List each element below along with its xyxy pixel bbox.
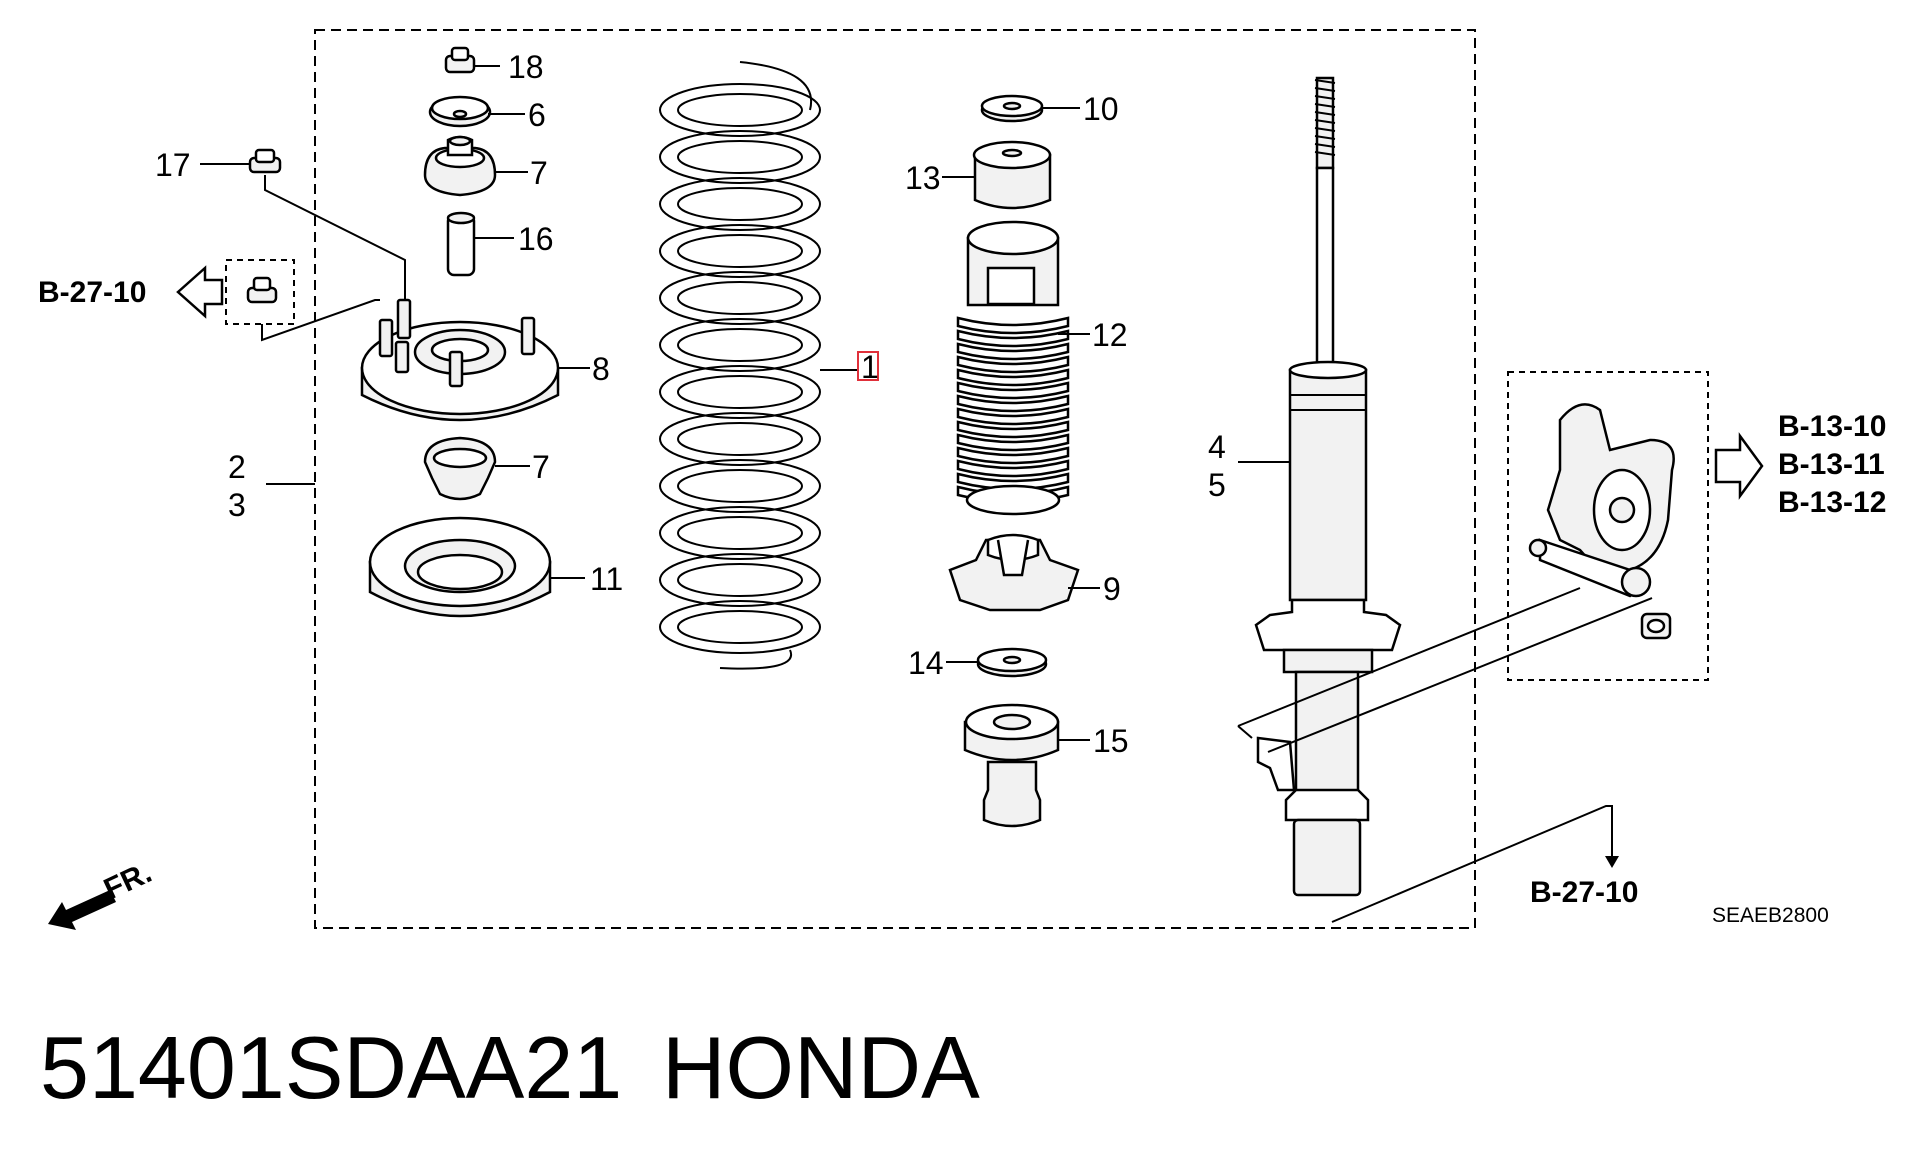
callout-1: 1 (861, 349, 879, 385)
diagram-code: SEAEB2800 (1712, 904, 1829, 927)
part-15-bump-stop[interactable] (963, 703, 1090, 828)
svg-text:B-13-10: B-13-10 (1778, 410, 1886, 443)
part-8-strut-mount[interactable] (360, 298, 590, 422)
svg-text:B-27-10: B-27-10 (1530, 876, 1638, 909)
callout-7-upper: 7 (530, 155, 548, 191)
callout-17: 17 (155, 147, 191, 183)
svg-text:B-27-10: B-27-10 (38, 276, 146, 309)
reference-bottom-b-27-10[interactable]: B-27-10 (1331, 805, 1638, 923)
callout-2: 2 (228, 449, 246, 485)
callout-9: 9 (1103, 571, 1121, 607)
callout-18: 18 (508, 49, 544, 85)
part-11-spring-seat[interactable] (368, 516, 585, 618)
caption-part-number: 51401SDAA21 (40, 1018, 622, 1117)
part-13-stop-rubber[interactable] (942, 140, 1052, 210)
callout-11: 11 (590, 561, 623, 597)
part-1-coil-spring[interactable] (659, 61, 858, 670)
part-17-flange-nut[interactable] (200, 148, 406, 300)
part-10-washer[interactable] (980, 94, 1080, 123)
part-7-lower-bushing[interactable] (423, 436, 530, 501)
callout-10: 10 (1083, 91, 1119, 127)
part-16-collar[interactable] (446, 211, 514, 277)
callout-5: 5 (1208, 467, 1226, 503)
part-14-washer[interactable] (946, 647, 1048, 678)
knuckle-detail-box[interactable] (1507, 371, 1709, 681)
reference-right-b-13[interactable]: B-13-10 B-13-11 B-13-12 (1714, 410, 1886, 519)
callout-6: 6 (528, 97, 546, 133)
part-7-upper-bushing[interactable] (423, 135, 528, 197)
callout-8: 8 (592, 351, 610, 387)
part-9-spring-rubber[interactable] (948, 533, 1100, 612)
assembly-boundary (314, 29, 1476, 929)
part-12-dust-boot[interactable] (956, 220, 1090, 516)
callout-1-highlight (857, 351, 879, 381)
reference-left-b-27-10[interactable]: B-27-10 (38, 259, 380, 342)
part-18-nut[interactable] (444, 46, 500, 74)
callout-4: 4 (1208, 429, 1226, 465)
part-6-washer[interactable] (428, 95, 525, 128)
svg-text:B-13-11: B-13-11 (1778, 448, 1885, 481)
callout-15: 15 (1093, 723, 1129, 759)
callout-13: 13 (905, 160, 941, 196)
knuckle-leaders (1237, 587, 1653, 753)
callout-12: 12 (1092, 317, 1128, 353)
caption-brand: HONDA (662, 1018, 980, 1117)
part-4-5-strut-damper[interactable] (1238, 76, 1402, 897)
callout-16: 16 (518, 221, 554, 257)
front-direction-arrow: FR. (48, 856, 157, 930)
callout-7-lower: 7 (532, 449, 550, 485)
callout-14: 14 (908, 645, 944, 681)
svg-text:B-13-12: B-13-12 (1778, 486, 1886, 519)
callout-3: 3 (228, 487, 246, 523)
